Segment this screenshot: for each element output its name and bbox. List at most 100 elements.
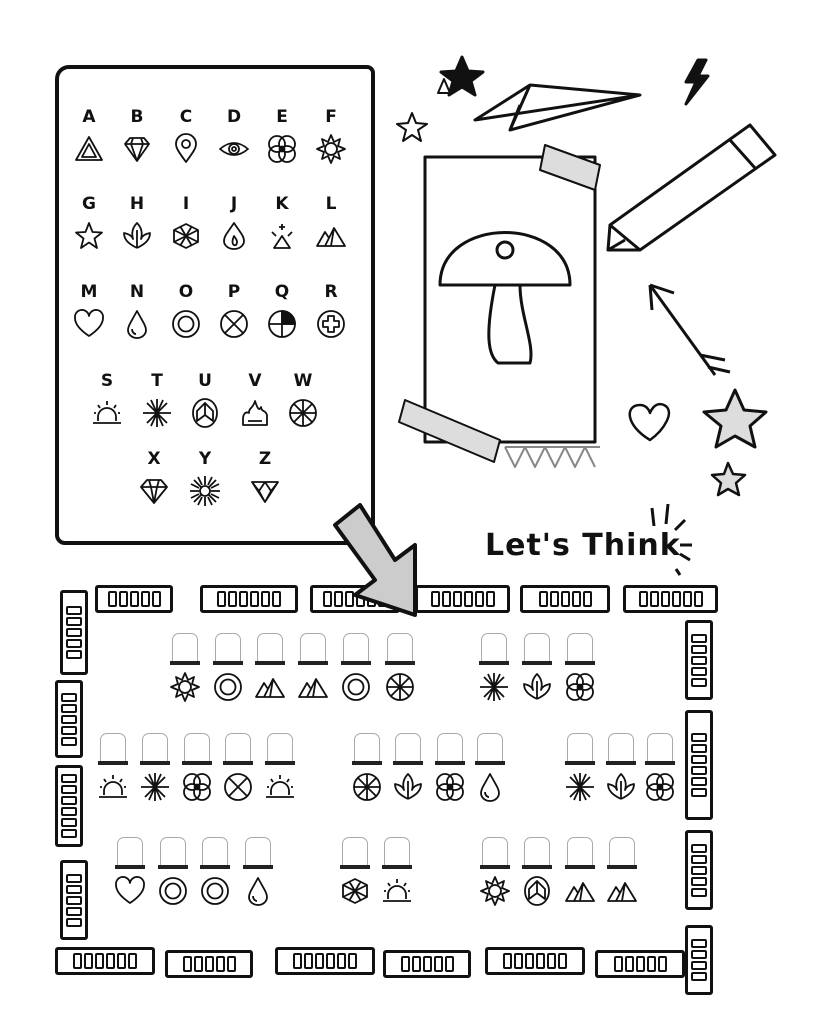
answer-box[interactable] [482, 837, 508, 865]
letter-slot[interactable] [474, 733, 506, 803]
letter-slot[interactable] [351, 733, 383, 803]
legend-entry-e: E [262, 107, 302, 165]
letter-slot[interactable] [478, 633, 510, 703]
letter-slot[interactable] [114, 837, 146, 907]
asterisk-icon [143, 399, 171, 427]
answer-box[interactable] [567, 837, 593, 865]
letter-slot[interactable] [605, 733, 637, 803]
letter-slot[interactable] [606, 837, 638, 907]
answer-box[interactable] [387, 633, 413, 661]
letter-slot[interactable] [169, 633, 201, 703]
answer-box[interactable] [225, 733, 251, 761]
answer-box[interactable] [647, 733, 673, 761]
letter-slot[interactable] [157, 837, 189, 907]
answer-box[interactable] [172, 633, 198, 661]
letter-slot[interactable] [644, 733, 676, 803]
letter-slot[interactable] [564, 633, 596, 703]
answer-box[interactable] [267, 733, 293, 761]
tape [539, 144, 601, 191]
pointer-arrow-icon [333, 503, 417, 617]
answer-box[interactable] [609, 837, 635, 865]
letter-slot[interactable] [199, 837, 231, 907]
legend-letter: S [100, 371, 114, 391]
legend-entry-q: Q [262, 282, 302, 340]
answer-line [645, 761, 675, 765]
letter-slot[interactable] [264, 733, 296, 803]
answer-box[interactable] [257, 633, 283, 661]
answer-line [98, 761, 128, 765]
answer-box[interactable] [354, 733, 380, 761]
ring-icon [159, 877, 187, 905]
answer-box[interactable] [142, 733, 168, 761]
answer-box[interactable] [567, 633, 593, 661]
answer-box[interactable] [117, 837, 143, 865]
legend-letter: P [227, 282, 241, 302]
answer-box[interactable] [384, 837, 410, 865]
answer-line [479, 661, 509, 665]
letter-slot[interactable] [479, 837, 511, 907]
answer-box[interactable] [567, 733, 593, 761]
ring-icon [172, 310, 200, 338]
answer-box[interactable] [215, 633, 241, 661]
legend-letter: I [182, 194, 190, 214]
legend-letter: T [151, 371, 163, 391]
answer-box[interactable] [524, 633, 550, 661]
answer-box[interactable] [343, 633, 369, 661]
letter-slot[interactable] [139, 733, 171, 803]
sun-flower-icon [170, 672, 200, 702]
answer-box[interactable] [160, 837, 186, 865]
answer-box[interactable] [245, 837, 271, 865]
answer-box[interactable] [342, 837, 368, 865]
letter-slot[interactable] [564, 733, 596, 803]
letter-slot[interactable] [212, 633, 244, 703]
letter-slot[interactable] [521, 837, 553, 907]
letter-slot[interactable] [434, 733, 466, 803]
letter-slot[interactable] [254, 633, 286, 703]
answer-box[interactable] [477, 733, 503, 761]
leaf-icon [123, 222, 151, 249]
answer-line [565, 661, 595, 665]
letter-slot[interactable] [222, 733, 254, 803]
burst-icon [190, 476, 220, 506]
letter-slot[interactable] [339, 837, 371, 907]
frame-strip [485, 947, 585, 975]
legend-letter: G [82, 194, 96, 214]
pencil-icon [606, 123, 777, 252]
answer-box[interactable] [300, 633, 326, 661]
star-large-icon [702, 388, 768, 449]
answer-line [158, 865, 188, 869]
triangle-icon [75, 136, 103, 161]
letter-slot[interactable] [564, 837, 596, 907]
frame-strip [685, 710, 713, 820]
letter-slot[interactable] [242, 837, 274, 907]
star-icon [439, 55, 485, 97]
letter-slot[interactable] [384, 633, 416, 703]
answer-box[interactable] [395, 733, 421, 761]
legend-letter: E [276, 107, 288, 127]
heart-icon [115, 876, 145, 904]
letter-slot[interactable] [392, 733, 424, 803]
legend-entry-w: W [283, 371, 323, 429]
wheel-icon [289, 399, 317, 427]
triangle-icon [437, 78, 451, 94]
letter-slot[interactable] [181, 733, 213, 803]
answer-box[interactable] [184, 733, 210, 761]
answer-box[interactable] [481, 633, 507, 661]
letter-slot[interactable] [340, 633, 372, 703]
heart-icon [74, 309, 104, 337]
answer-box[interactable] [608, 733, 634, 761]
heart-icon [628, 402, 671, 442]
letter-slot[interactable] [297, 633, 329, 703]
answer-box[interactable] [437, 733, 463, 761]
frame-strip [595, 950, 685, 978]
answer-box[interactable] [202, 837, 228, 865]
gem-down-icon [251, 481, 279, 503]
circle-x-icon [220, 310, 248, 338]
frame-strip [95, 585, 173, 613]
letter-slot[interactable] [97, 733, 129, 803]
answer-box[interactable] [524, 837, 550, 865]
letter-slot[interactable] [521, 633, 553, 703]
legend-entry-u: U [185, 371, 225, 429]
answer-box[interactable] [100, 733, 126, 761]
letter-slot[interactable] [381, 837, 413, 907]
